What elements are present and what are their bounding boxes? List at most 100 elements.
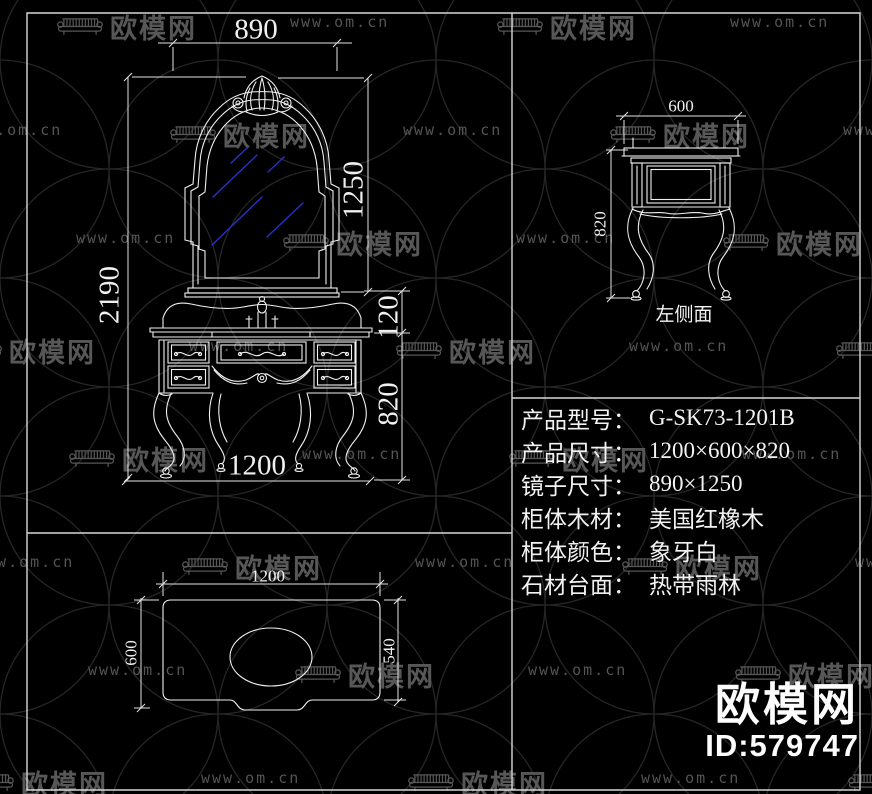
watermark-brand: 欧模网 [0, 331, 96, 370]
side-view-drawing [621, 137, 741, 301]
sofa-icon [69, 450, 115, 467]
watermark-brand: 欧模网 [509, 439, 649, 478]
watermark-url: www.om.cn [201, 769, 301, 787]
drawer-handles [173, 351, 350, 381]
spec-value: G-SK73-1201B [649, 405, 795, 430]
sofa-icon [0, 774, 14, 791]
backsplash [162, 302, 362, 329]
watermark-brand: 欧模网 [182, 547, 322, 586]
watermark-url: www.om.cn [0, 553, 75, 571]
watermark-url: www.om.cn [403, 121, 503, 139]
watermark-brand-text: 欧模网 [110, 14, 197, 45]
watermark-url: www.om.cn [415, 553, 515, 571]
cabriole-legs [153, 392, 367, 479]
spec-row-wood: 柜体木材： 美国红橡木 [521, 502, 764, 532]
watermark-brand: 欧模网 [295, 655, 435, 694]
sofa-icon [622, 558, 668, 575]
sofa-icon [408, 774, 454, 791]
watermark-brand-text: 欧模网 [776, 230, 863, 261]
watermark-url: www.om.cn [629, 337, 729, 355]
side-view-dimension-lines [606, 111, 746, 303]
sofa-icon [723, 234, 769, 251]
dim-side-depth: 600 [668, 96, 694, 116]
plan-view-drawing [162, 599, 381, 711]
watermark-brand-text: 欧模网 [122, 446, 209, 477]
site-logo-id: ID:579747 [705, 728, 859, 763]
watermark-brand-text: 欧模网 [223, 122, 310, 153]
dim-mirror-height: 1250 [337, 161, 370, 219]
plan-view-dimension-lines [134, 572, 406, 713]
watermark-url: www.om.cn [302, 445, 402, 463]
sofa-icon [396, 342, 442, 359]
dim-cabinet-height: 820 [372, 382, 405, 426]
sofa-icon [295, 666, 341, 683]
sofa-icon [182, 558, 228, 575]
watermark-brand: 欧模网 [57, 7, 197, 46]
watermark-url: www.om.cn [843, 121, 872, 139]
faucet [245, 295, 279, 329]
watermark-brand: 欧模网 [396, 331, 536, 370]
dim-backsplash-height: 120 [372, 295, 405, 339]
watermark-brand: 欧模网 [170, 115, 310, 154]
watermark-brand: 欧模网 [497, 7, 637, 46]
watermark-brand: 欧模网 [836, 331, 872, 370]
watermark-brand-text: 欧模网 [675, 554, 762, 585]
spec-value: 热带雨林 [649, 573, 741, 598]
sofa-icon [170, 126, 216, 143]
watermark-brand: 欧模网 [283, 223, 423, 262]
site-logo: 欧模网 ID:579747 [705, 682, 859, 761]
watermark-url: www.om.cn [290, 13, 390, 31]
sofa-icon [735, 666, 781, 683]
dim-cabinet-width: 1200 [228, 449, 286, 482]
watermark-url: www.om.cn [76, 229, 176, 247]
cabinet-body [158, 339, 362, 394]
spec-row-product-size: 产品尺寸： 1200×600×820 [521, 436, 790, 466]
basin-oval [229, 627, 313, 687]
spec-row-mirror-size: 镜子尺寸： 890×1250 [521, 469, 742, 499]
watermark-url: www.om.cn [88, 661, 188, 679]
watermark-brand-text: 欧模网 [788, 662, 872, 693]
spec-row-color: 柜体颜色： 象牙白 [521, 535, 718, 565]
watermark-brand: 欧模网 [69, 439, 209, 478]
spec-label: 柜体颜色： [521, 540, 636, 565]
pattern-circle [653, 604, 872, 794]
spec-row-model: 产品型号： G-SK73-1201B [521, 403, 795, 433]
side-view-caption: 左侧面 [655, 304, 713, 326]
sofa-icon [0, 345, 2, 356]
spec-value: 象牙白 [649, 540, 718, 565]
sofa-icon [836, 342, 872, 359]
watermark-brand: 欧模网 [723, 223, 863, 262]
watermark-brand-text: 欧模网 [449, 338, 536, 369]
watermark-brand: 欧模网 [735, 655, 872, 694]
watermark-url: www.om.cn [742, 445, 842, 463]
spec-label: 镜子尺寸： [521, 474, 636, 499]
sofa-icon [497, 18, 543, 35]
sofa-icon [57, 18, 103, 35]
spec-value: 1200×600×820 [649, 438, 790, 463]
spec-row-stone-top: 石材台面： 热带雨林 [521, 568, 741, 598]
watermark-url: www.om.cn [730, 13, 830, 31]
site-logo-brand: 欧模网 [714, 679, 859, 730]
watermark-brand-text: 欧模网 [348, 662, 435, 693]
spec-value: 890×1250 [649, 471, 743, 496]
spec-label: 产品尺寸： [521, 441, 636, 466]
spec-label: 石材台面： [521, 573, 636, 598]
dim-side-height: 820 [590, 211, 610, 237]
spec-label: 柜体木材： [521, 507, 636, 532]
watermark-brand: 欧模网 [622, 547, 762, 586]
dim-plan-depth: 600 [121, 640, 141, 666]
dim-total-height: 2190 [93, 266, 126, 324]
front-view-dimension-lines [121, 38, 410, 486]
mirror-crest-ornament [231, 75, 293, 117]
spec-value: 美国红橡木 [649, 507, 764, 532]
mirror-glass-hatch [211, 147, 304, 246]
watermark-url: www.om.cn [0, 121, 63, 139]
sheet-frame [26, 12, 861, 791]
dim-plan-inner-depth: 540 [379, 638, 399, 664]
watermark-brand-text: 欧模网 [235, 554, 322, 585]
